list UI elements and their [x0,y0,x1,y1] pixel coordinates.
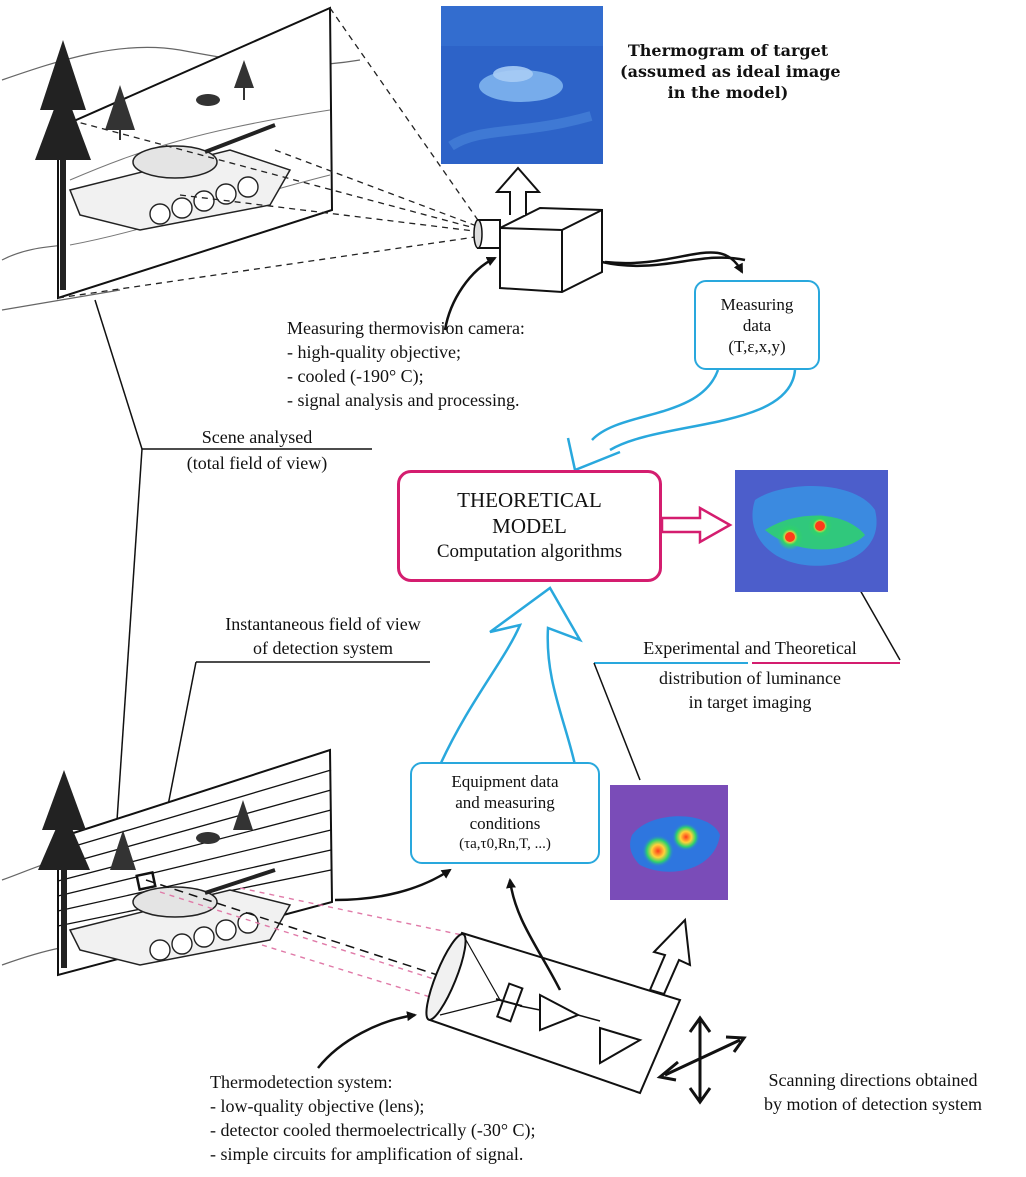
scene-label-line1: Scene analysed [201,427,313,447]
thermogram-label-line1: Thermogram of target [627,41,829,60]
tree-icon [38,770,90,968]
tank-icon [68,123,292,231]
thermogram-theoretical-image [735,470,888,592]
ifov-label: Instantaneous field of view of detection… [188,612,458,660]
distribution-label-line1: Experimental and Theoretical [600,636,900,660]
camera-label-item: - high-quality objective; [287,342,461,362]
distribution-label-line3: in target imaging [688,692,812,712]
tree-icon [234,60,254,100]
model-line2: MODEL [492,514,567,538]
camera-label-title: Measuring thermovision camera: [287,318,525,338]
thermogram-ideal-image [441,6,603,164]
scanning-directions-icon [656,1015,747,1105]
detector-label: Thermodetection system: - low-quality ob… [210,1070,536,1166]
scene-bottom [1,748,334,977]
equipment-line4: (τa,τ0,Rn,T, ...) [459,836,551,852]
detector-label-item: - low-quality objective (lens); [210,1096,425,1116]
ifov-marker [135,871,157,891]
equipment-data-box: Equipment data and measuring conditions … [410,762,600,864]
measuring-data-line2: data [742,315,772,335]
thermogram-label-line3: in the model) [667,83,789,102]
ifov-label-line1: Instantaneous field of view [225,614,421,634]
scanning-label: Scanning directions obtained by motion o… [730,1068,1016,1116]
tree-icon [233,800,253,830]
tree-icon [105,85,135,140]
bush-icon [196,94,220,106]
thermogram-label: Thermogram of target (assumed as ideal i… [620,40,841,103]
tree-icon [35,40,91,290]
equipment-line2: and measuring [455,793,555,812]
camera-label-item: - cooled (-190° C); [287,366,424,386]
thermodetection-system [425,931,682,1095]
equipment-line1: Equipment data [451,772,559,791]
equipment-to-model-arrow [438,586,583,766]
measuring-data-line3: (T,ε,x,y) [728,336,786,356]
tree-icon [110,830,136,870]
bush-icon [196,832,220,844]
distribution-label-line2: distribution of luminance [659,668,841,688]
detector-label-item: - simple circuits for amplification of s… [210,1144,524,1164]
scene-label: Scene analysed (total field of view) [142,426,372,474]
thermogram-label-line2: (assumed as ideal image [620,62,841,81]
open-arrow-right-icon [660,505,733,545]
scanning-label-line2: by motion of detection system [764,1094,982,1114]
equipment-line3: conditions [469,814,541,833]
scene-label-line2: (total field of view) [186,453,328,473]
scanning-label-line1: Scanning directions obtained [768,1070,978,1090]
measuring-data-box: Measuring data (T,ε,x,y) [694,280,820,370]
thermogram-experimental-image [610,785,728,900]
detector-label-title: Thermodetection system: [210,1072,393,1092]
data-to-model-arrow [566,369,797,472]
distribution-label-theoretical: Theoretical [774,638,857,658]
thermovision-camera [473,206,603,294]
ifov-label-line2: of detection system [253,638,393,658]
open-arrow-up-right-icon [648,917,692,996]
camera-label: Measuring thermovision camera: - high-qu… [287,316,525,412]
detector-label-item: - detector cooled thermoelectrically (-3… [210,1120,536,1140]
camera-label-item: - signal analysis and processing. [287,390,520,410]
model-line3: Computation algorithms [436,541,623,562]
scene-top [1,6,483,311]
distribution-label: Experimental and Theoretical distributio… [600,636,900,714]
measuring-data-line1: Measuring [720,294,794,314]
model-line1: THEORETICAL [457,488,602,512]
distribution-label-experimental: Experimental and [643,638,771,658]
theoretical-model-box: THEORETICAL MODEL Computation algorithms [397,470,662,582]
open-arrow-up-icon [494,166,542,215]
